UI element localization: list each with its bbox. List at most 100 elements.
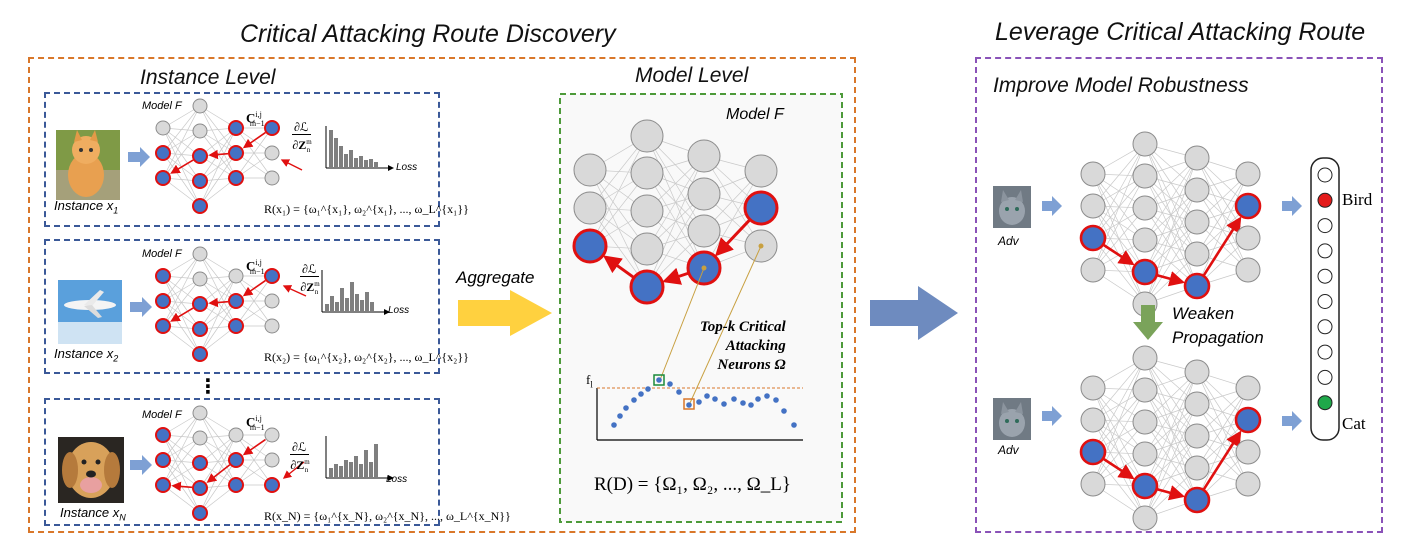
hist-bar	[370, 302, 374, 312]
hist-bar	[374, 162, 378, 168]
adv-image-bottom	[993, 398, 1031, 440]
c-label-1: Ci,jm−1	[246, 110, 265, 128]
route-edge	[1103, 458, 1135, 480]
hist-bar	[354, 456, 358, 478]
ellipsis: ⋮	[198, 376, 218, 398]
adv-image-top	[993, 186, 1031, 228]
instance-box-n	[44, 398, 440, 526]
scatter-point	[704, 393, 710, 399]
neuron	[192, 246, 208, 262]
neuron	[1184, 145, 1210, 171]
neuron	[1132, 409, 1158, 435]
critical-neuron	[264, 268, 280, 284]
critical-neuron	[155, 145, 171, 161]
neuron	[744, 154, 778, 188]
hist-bar	[344, 154, 348, 168]
output-neurons	[1317, 167, 1333, 411]
topk-label: Top-k Critical Attacking Neurons Ω	[700, 319, 786, 373]
neuron	[264, 427, 280, 443]
instance-network-1	[155, 98, 303, 214]
gradient-label-1: ∂ℒ ∂Zmn	[292, 120, 312, 155]
scatter-point	[773, 397, 779, 403]
neuron	[1184, 455, 1210, 481]
critical-neuron	[228, 477, 244, 493]
critical-neuron	[228, 293, 244, 309]
hist-bar	[369, 159, 373, 168]
scatter-point	[721, 401, 727, 407]
scatter-point	[686, 402, 692, 408]
hist-axis-arrow	[388, 475, 394, 481]
neuron	[1080, 471, 1106, 497]
route-edge	[170, 159, 194, 174]
route-formula-2: R(x₂) = {ω₁^{x₂}, ω₂^{x₂}, ..., ω_L^{x₂}…	[264, 350, 469, 364]
neuron	[630, 156, 664, 190]
critical-neuron	[228, 145, 244, 161]
route-edge	[170, 307, 194, 322]
hist-bar	[329, 468, 333, 478]
leader-dot	[758, 243, 764, 249]
output-neuron	[1317, 344, 1333, 360]
route-edge	[208, 149, 229, 160]
scatter-point	[696, 399, 702, 405]
hist-bar	[355, 294, 359, 312]
output-neuron	[1317, 369, 1333, 385]
leader-dot	[701, 265, 707, 271]
critical-neuron	[1079, 224, 1107, 252]
discovery-box	[28, 57, 856, 533]
scatter-point	[748, 402, 754, 408]
adv-label-bottom: Adv	[998, 443, 1019, 457]
neuron	[1080, 407, 1106, 433]
neuron	[1080, 193, 1106, 219]
loss-label-n: Loss	[386, 474, 408, 485]
gradient-arrow	[280, 159, 303, 171]
instance-image-cat	[56, 130, 120, 200]
critical-neuron	[228, 452, 244, 468]
scatter-point	[740, 400, 746, 406]
f-axis-label: fl	[586, 372, 593, 390]
hist-bar	[340, 288, 344, 312]
hist-bar	[345, 298, 349, 312]
gradient-label-2: ∂ℒ ∂Zmn	[300, 262, 320, 297]
adv-arrows	[1042, 196, 1302, 431]
cat-label: Cat	[1342, 414, 1366, 433]
route-edge	[242, 279, 266, 297]
gradient-arrow	[282, 285, 307, 297]
hist-bar	[329, 130, 333, 168]
output-neuron	[1317, 243, 1333, 259]
hist-bar	[350, 282, 354, 312]
critical-neuron	[1183, 272, 1211, 300]
neuron	[1184, 209, 1210, 235]
neuron	[573, 153, 607, 187]
scatter-point	[631, 397, 637, 403]
neuron	[1132, 163, 1158, 189]
neuron	[192, 430, 208, 446]
output-neuron	[1317, 218, 1333, 234]
critical-neuron	[192, 346, 208, 362]
model-label-1: Model F	[142, 100, 182, 112]
output-neuron	[1317, 268, 1333, 284]
neuron	[1184, 391, 1210, 417]
improve-title: Improve Model Robustness	[993, 74, 1249, 97]
critical-neuron	[1234, 406, 1262, 434]
discovery-title: Critical Attacking Route Discovery	[240, 20, 616, 48]
critical-neuron	[155, 318, 171, 334]
scatter-point	[712, 396, 718, 402]
neuron	[1132, 441, 1158, 467]
critical-neuron	[264, 477, 280, 493]
neuron	[687, 139, 721, 173]
critical-neuron	[155, 293, 171, 309]
route-formula-1: R(x₁) = {ω₁^{x₁}, ω₂^{x₁}, ..., ω_L^{x₁}…	[264, 202, 469, 216]
hist-bar	[365, 292, 369, 312]
scatter-point	[645, 386, 651, 392]
weaken-label: Weaken Propagation	[1172, 304, 1264, 347]
neuron	[264, 145, 280, 161]
hist-bar	[339, 146, 343, 168]
scatter-point	[781, 408, 787, 414]
neuron	[1184, 177, 1210, 203]
instance-image-plane	[58, 280, 122, 344]
aggregate-label: Aggregate	[456, 268, 535, 287]
hist-bar	[349, 150, 353, 168]
hist-bar	[339, 466, 343, 478]
bird-output	[1317, 192, 1333, 208]
hist-bar	[334, 464, 338, 478]
